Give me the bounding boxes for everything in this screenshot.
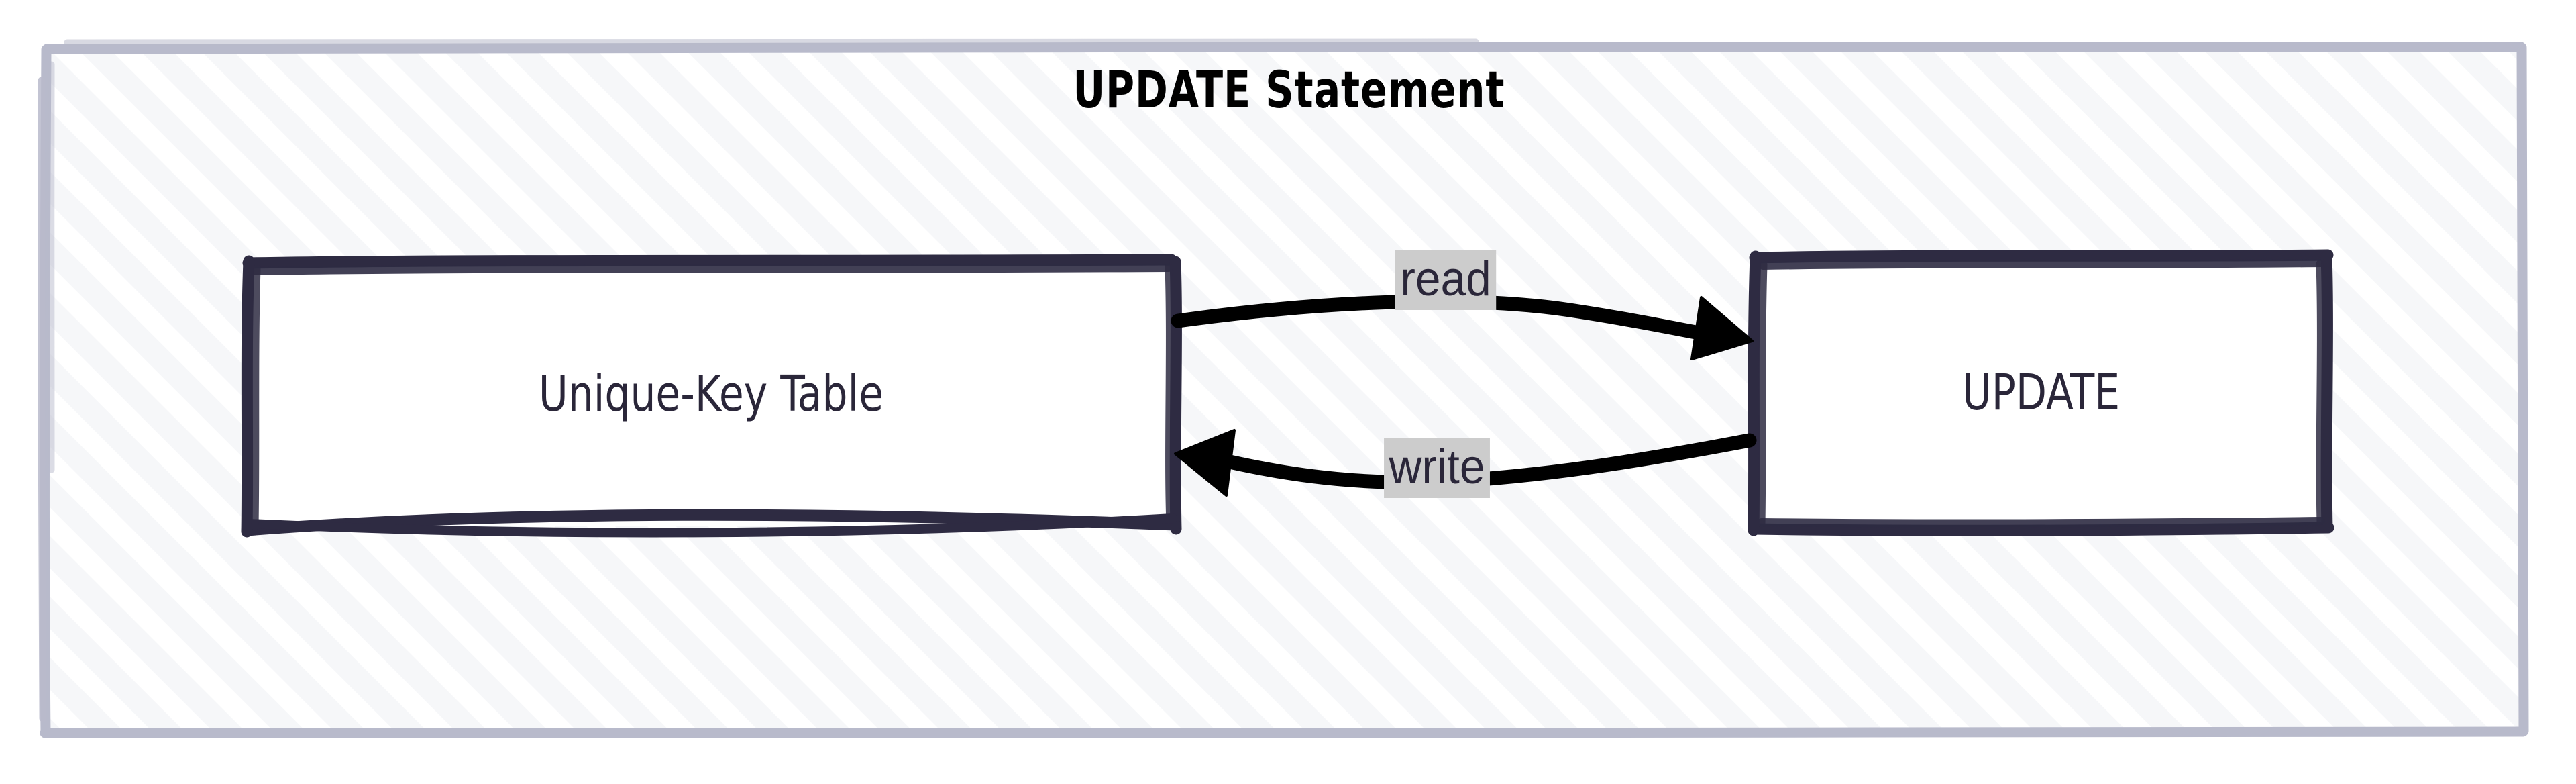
edge-label-read: read [1395,250,1497,310]
node-update[interactable] [1748,249,2334,536]
edge-label-write: write [1384,438,1490,498]
edge-read-line [1171,294,1742,347]
edge-read-arrowhead [1690,296,1754,360]
node-unique-key-table-fill [250,263,1170,526]
node-unique-key-table[interactable] [241,254,1182,538]
subgraph-border [37,38,2529,738]
subgraph-container [37,38,2529,738]
subgraph-background [44,47,2524,733]
node-unique-key-table-border [241,254,1182,538]
node-label-unique-key-table: Unique-Key Table [538,365,884,423]
node-label-update: UPDATE [1962,364,2121,422]
node-update-border [1748,249,2334,536]
edge-write-arrowhead [1174,429,1236,497]
subgraph-title: UPDATE Statement [1073,60,1505,119]
node-update-fill [1758,262,2325,528]
edge-read[interactable] [1171,294,1754,360]
